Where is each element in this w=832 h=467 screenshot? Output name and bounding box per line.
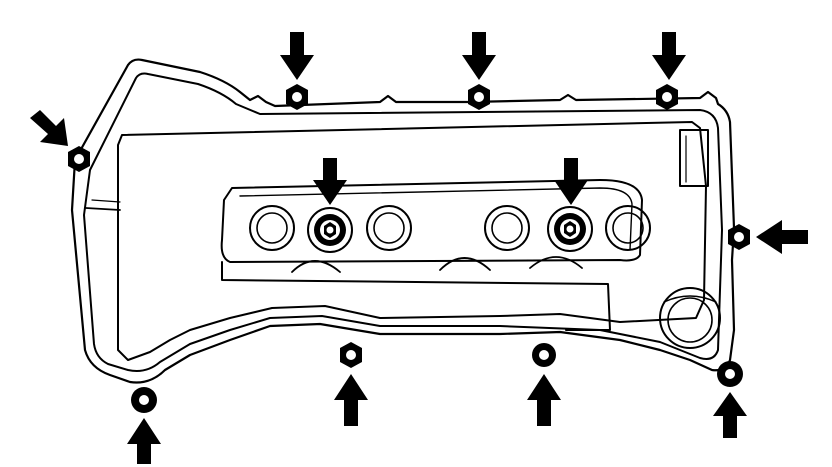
arrow-bottom-2 xyxy=(527,374,561,426)
bolt-bottom-1 xyxy=(340,342,362,368)
arrow-corner-right xyxy=(713,392,747,438)
arrow-corner-left xyxy=(127,418,161,464)
bolt-top-1 xyxy=(286,84,308,110)
oil-filler-cap xyxy=(659,287,721,349)
outer-gasket-outline xyxy=(70,58,736,384)
bolt-left-upper xyxy=(68,146,90,172)
bolt-corner-left xyxy=(131,387,157,413)
hump-2 xyxy=(439,257,491,271)
inner-rim xyxy=(83,72,723,372)
breather-box xyxy=(679,129,709,187)
arrows xyxy=(30,32,808,464)
plug-area-outline-inner xyxy=(239,187,633,251)
hump-1 xyxy=(291,260,341,273)
arrow-left-upper xyxy=(30,110,68,146)
bolts xyxy=(68,84,750,413)
plug-area-outline xyxy=(220,179,643,263)
baffle-step xyxy=(221,261,611,331)
arrow-center-left xyxy=(313,158,347,205)
arrow-top-1 xyxy=(280,32,314,80)
bolt-right xyxy=(728,224,750,250)
arrow-top-3 xyxy=(652,32,686,80)
plug-hole-2 xyxy=(366,205,412,251)
bolt-top-3 xyxy=(656,84,678,110)
arrow-bottom-1 xyxy=(334,374,368,426)
arrow-top-2 xyxy=(462,32,496,80)
plug-hole-4 xyxy=(605,205,651,251)
bolt-corner-right xyxy=(717,361,743,387)
arrow-center-right xyxy=(554,158,588,205)
bolt-top-2 xyxy=(468,84,490,110)
plug-hole-3 xyxy=(484,205,530,251)
left-rib-2 xyxy=(91,199,121,203)
left-rib xyxy=(85,207,121,211)
center-panel xyxy=(117,121,707,361)
bolt-center-right xyxy=(547,206,593,252)
bolt-center-left xyxy=(307,207,353,253)
bolt-bottom-2 xyxy=(532,343,556,367)
plug-hole-1 xyxy=(249,205,295,251)
arrow-right xyxy=(756,220,808,254)
hump-3 xyxy=(529,256,583,269)
